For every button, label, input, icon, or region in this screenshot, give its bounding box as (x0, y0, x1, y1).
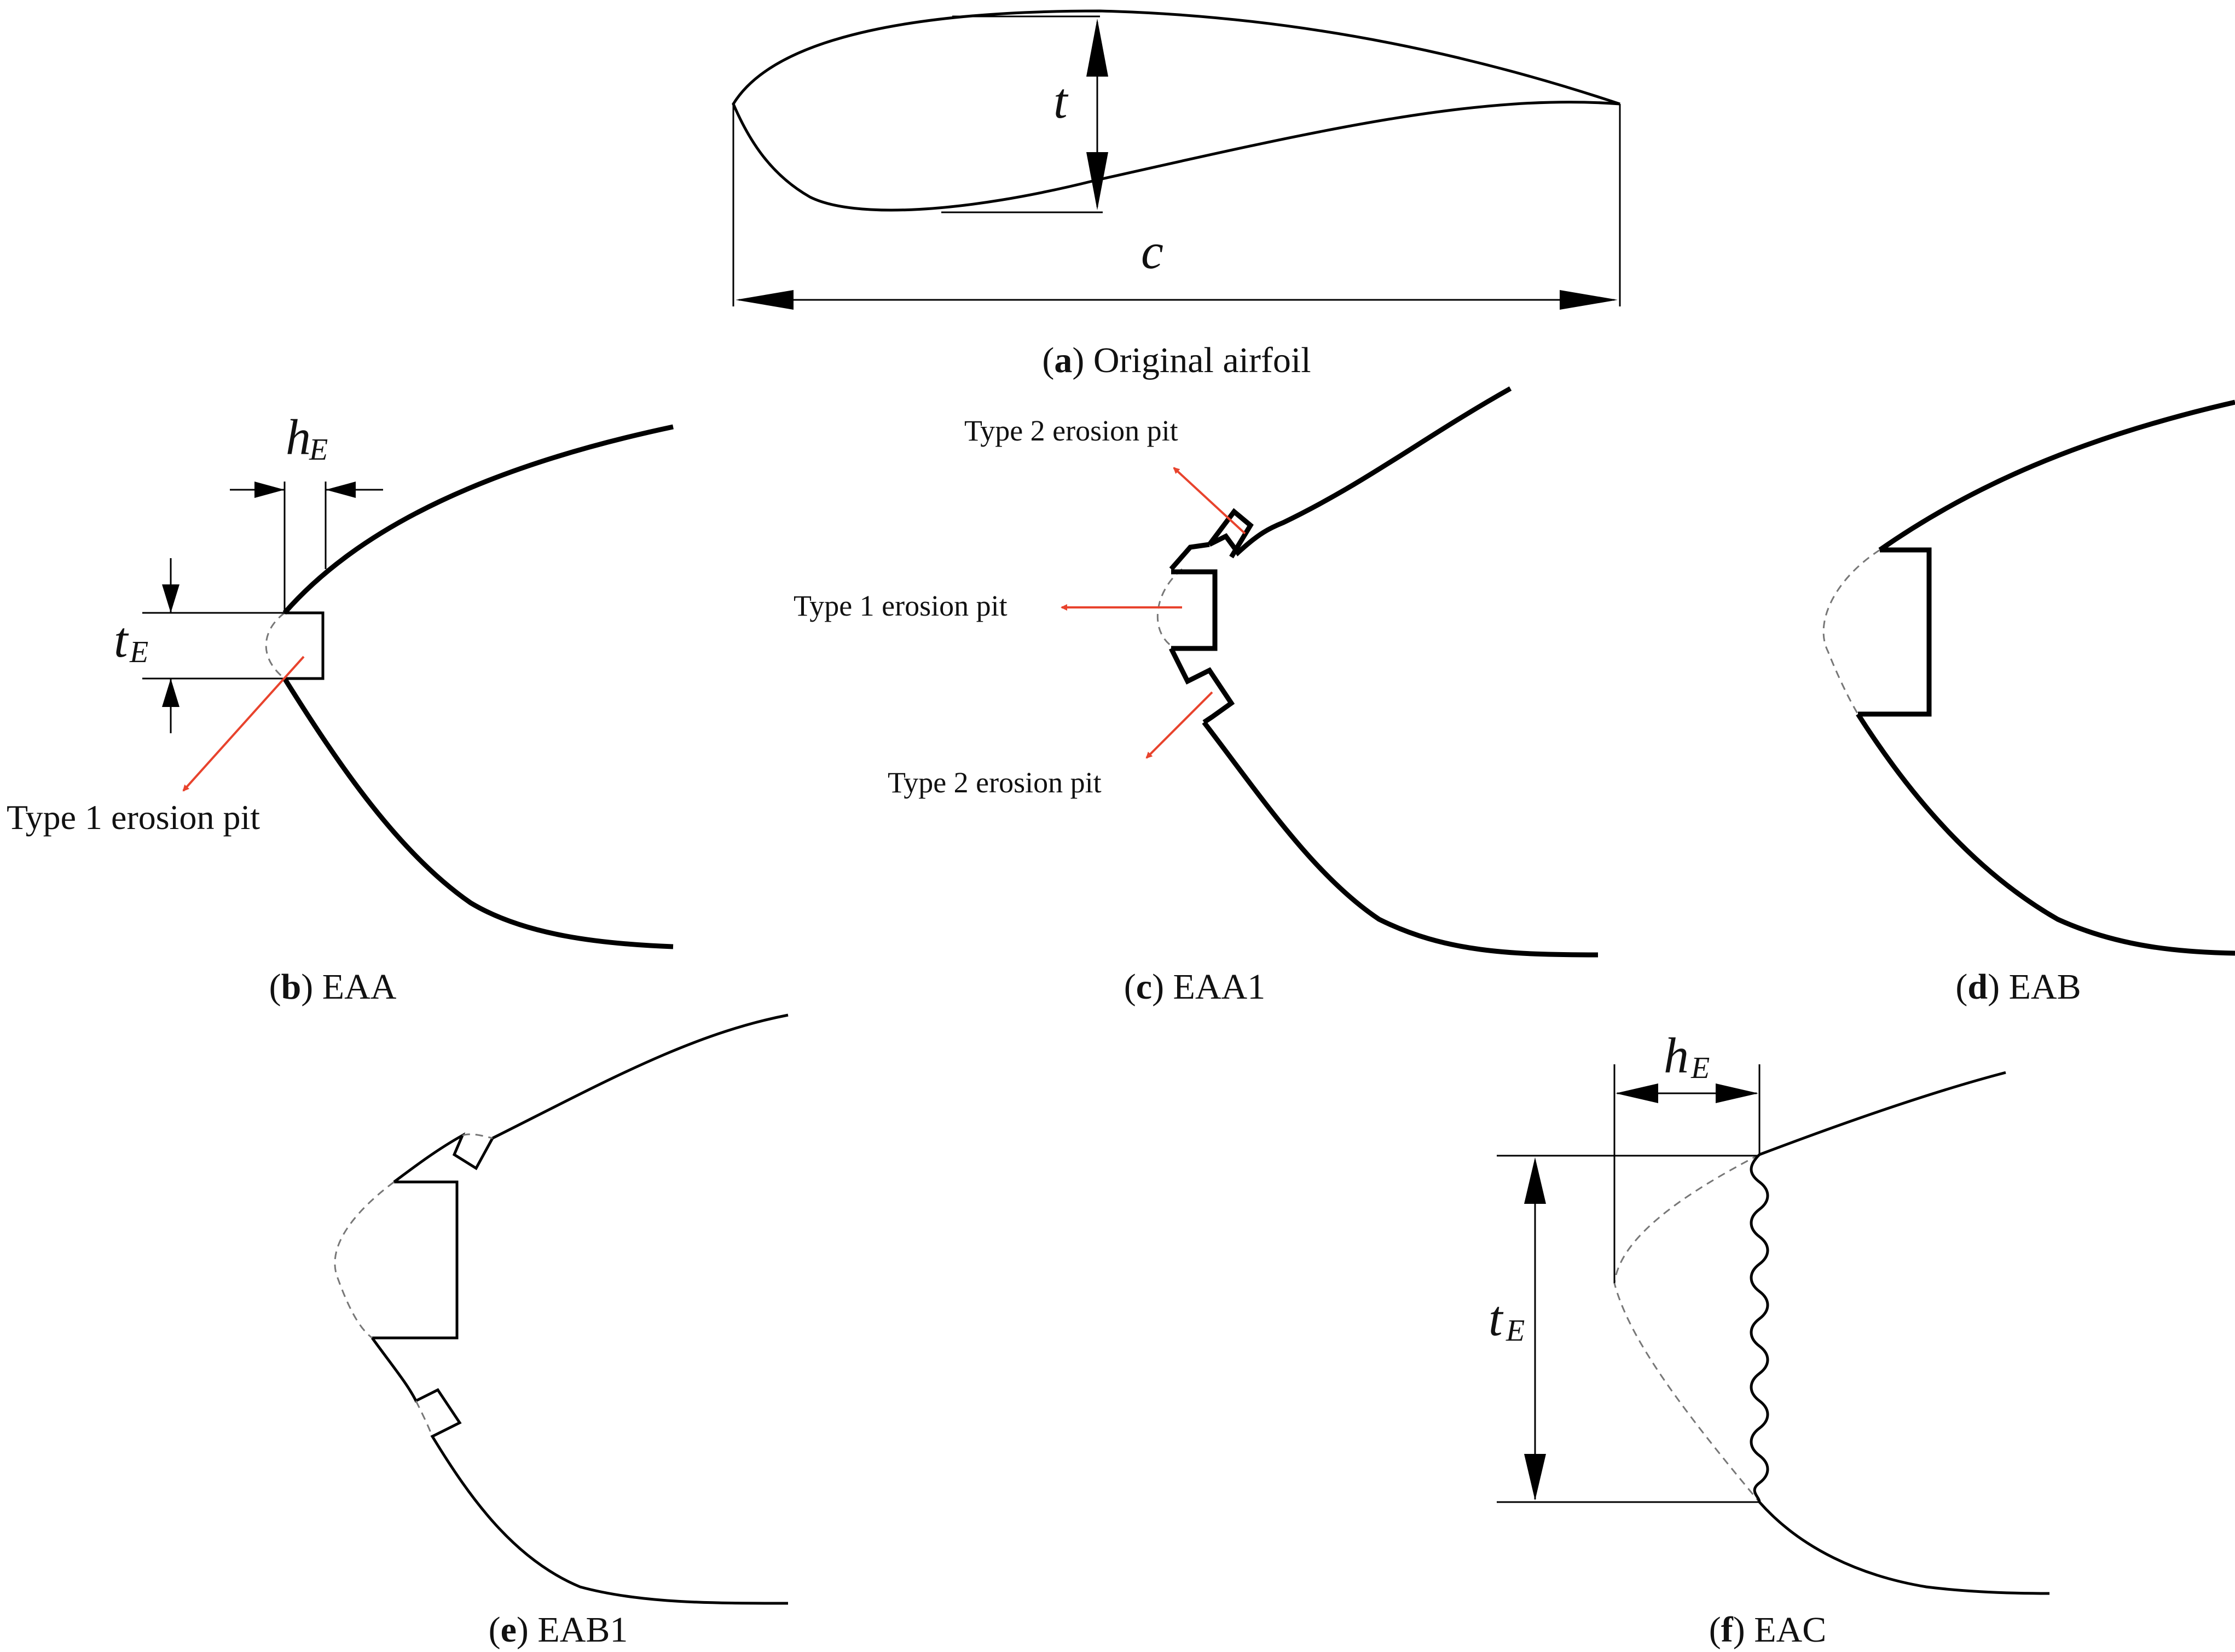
panel-c-eaa1: Type 2 erosion pit Type 1 erosion pit Ty… (794, 386, 1599, 1007)
original-nose-dashed (334, 1181, 395, 1339)
leading-edge-upper (1759, 1071, 2006, 1156)
original-nose-dashed (265, 612, 285, 680)
leading-edge-upper (1208, 386, 1512, 557)
chord-arrow-right (1560, 290, 1618, 310)
thickness-arrow-bottom (1086, 152, 1108, 210)
type1-annotation-mid: Type 1 erosion pit (794, 589, 1008, 622)
original-nose-dashed (1613, 1153, 1761, 1503)
original-nose-dashed (1156, 568, 1183, 647)
leading-edge-lower (1856, 712, 2235, 956)
chord-label: c (1141, 223, 1163, 279)
tE-label: t (114, 612, 129, 668)
type2-pit-upper (1207, 508, 1254, 559)
caption-c: (c) EAA1 (1124, 967, 1265, 1007)
type2-annotation-bottom: Type 2 erosion pit (888, 766, 1102, 799)
hE-label: h (1664, 1028, 1689, 1083)
airfoil-outline (732, 9, 1620, 212)
tE-subscript: E (1506, 1314, 1525, 1348)
panel-b-eaa: h E t E Type 1 erosion pit (b) EAA (7, 409, 674, 1007)
caption-f: (f) EAC (1709, 1610, 1826, 1650)
original-nose-dashed (1822, 549, 1880, 715)
type2-pit-lower (1168, 647, 1235, 724)
leading-edge-upper (393, 1013, 789, 1184)
tE-subscript: E (129, 635, 148, 669)
chord-arrow-left (736, 290, 794, 310)
caption-a: (a) Original airfoil (1042, 340, 1311, 380)
type1-pit (285, 611, 325, 680)
type2-annotation-top: Type 2 erosion pit (964, 414, 1178, 447)
leading-edge-lower (370, 1337, 789, 1605)
wavy-erosion-front (1750, 1153, 1769, 1503)
hE-label: h (286, 409, 311, 465)
caption-b: (b) EAA (269, 967, 397, 1007)
caption-e: (e) EAB1 (489, 1610, 628, 1650)
leading-edge-lower (282, 677, 674, 949)
leading-edge-upper (282, 424, 674, 615)
panel-a-original-airfoil: t c (a) Original airfoil (732, 9, 1621, 380)
panel-e-eab1: (e) EAB1 (334, 1013, 789, 1650)
type1-pit (1171, 569, 1218, 651)
thickness-label: t (1053, 73, 1069, 129)
tE-label: t (1489, 1290, 1504, 1346)
hE-subscript: E (1690, 1051, 1710, 1085)
panel-d-eab: (d) EAB (1822, 399, 2235, 1007)
caption-d: (d) EAB (1955, 967, 2081, 1007)
panel-f-eac: h E t E (f) EAC (1489, 1028, 2050, 1650)
thickness-arrow-top (1086, 19, 1108, 77)
type1-annotation-arrow (182, 656, 305, 792)
type1-pit-large (1858, 547, 1932, 717)
leading-edge-lower (1758, 1501, 2050, 1595)
hE-subscript: E (309, 433, 328, 467)
leading-edge-upper (1878, 399, 2235, 552)
leading-edge-lower (1202, 721, 1599, 958)
type1-annotation-label: Type 1 erosion pit (7, 798, 260, 837)
